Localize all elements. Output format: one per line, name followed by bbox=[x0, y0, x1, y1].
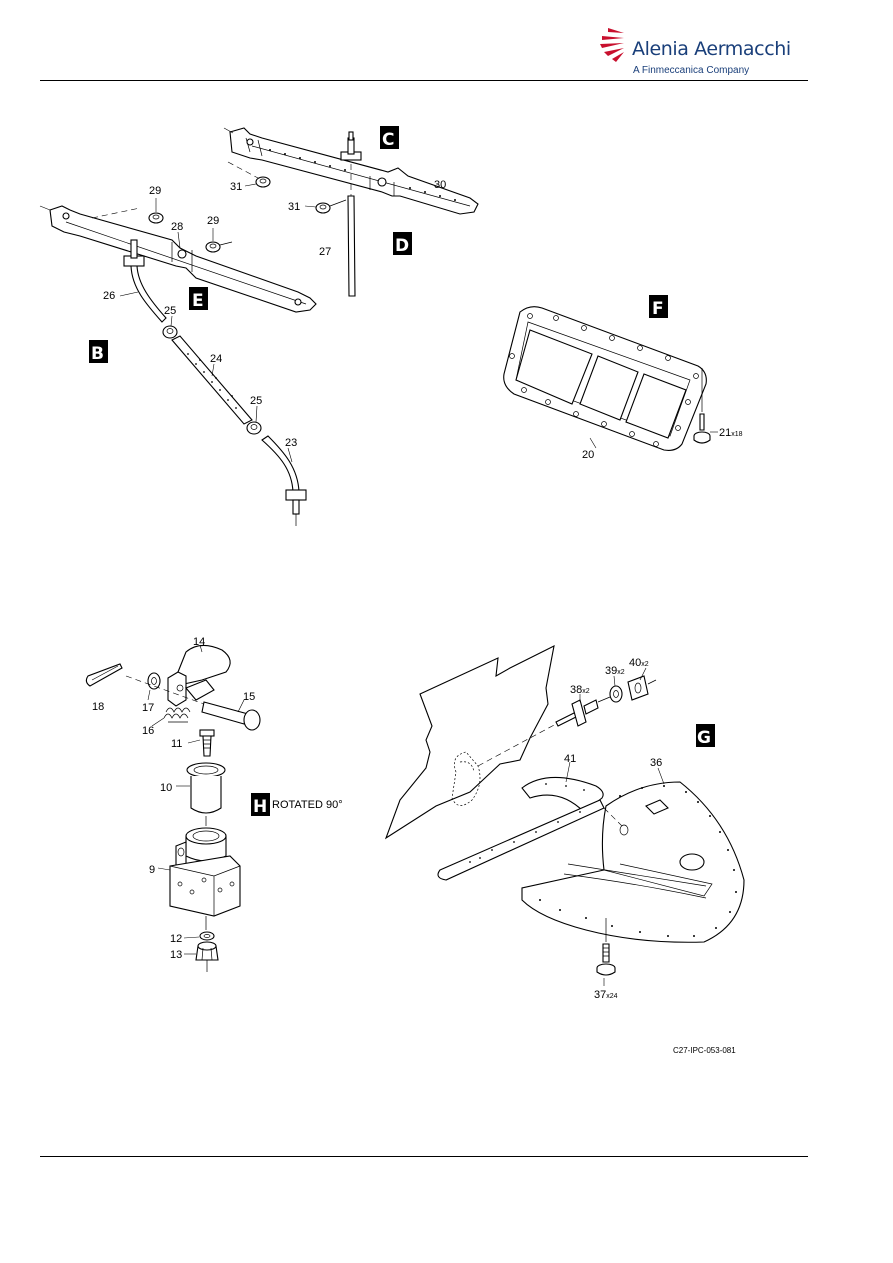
bushing-10 bbox=[176, 762, 226, 826]
view-tag-g: G bbox=[696, 724, 715, 748]
footer-rule bbox=[40, 1156, 808, 1157]
logo-brand-name: Alenia Aermacchi bbox=[632, 38, 791, 60]
logo-mark-icon bbox=[600, 28, 624, 62]
callout-29-right: 29 bbox=[207, 215, 219, 227]
svg-text:E: E bbox=[192, 291, 204, 311]
callout-17: 17 bbox=[142, 702, 154, 714]
view-tag-d: D bbox=[393, 232, 412, 256]
washer-17 bbox=[147, 672, 161, 701]
washer-39 bbox=[597, 675, 623, 703]
callout-10: 10 bbox=[160, 782, 172, 794]
callout-9: 9 bbox=[149, 864, 155, 876]
nut-13 bbox=[184, 941, 219, 972]
callout-14: 14 bbox=[193, 636, 205, 648]
callout-38: 38x2 bbox=[570, 684, 590, 696]
clamp-25-upper bbox=[162, 315, 178, 339]
callout-21: 21x18 bbox=[719, 427, 743, 439]
callout-26: 26 bbox=[103, 290, 115, 302]
callout-41: 41 bbox=[564, 753, 576, 765]
svg-text:B: B bbox=[91, 344, 104, 364]
callout-39: 39x2 bbox=[605, 665, 625, 677]
logo-tagline: A Finmeccanica Company bbox=[633, 65, 750, 76]
callout-13: 13 bbox=[170, 949, 182, 961]
screw-37 bbox=[596, 918, 616, 986]
skin-panel-cutaway bbox=[384, 645, 555, 840]
strip-41 bbox=[437, 761, 605, 881]
svg-text:G: G bbox=[697, 728, 711, 748]
callout-16: 16 bbox=[142, 725, 154, 737]
washer-12 bbox=[183, 931, 215, 941]
header-rule bbox=[40, 80, 808, 81]
pin-15 bbox=[125, 675, 261, 731]
callout-29-left: 29 bbox=[149, 185, 161, 197]
nut-31-upper bbox=[227, 161, 271, 188]
clamp-25-lower bbox=[246, 405, 262, 435]
nut-29-left bbox=[148, 198, 164, 224]
svg-text:D: D bbox=[395, 236, 409, 256]
callout-15: 15 bbox=[243, 691, 255, 703]
view-tag-c: C bbox=[380, 126, 399, 150]
rail-assembly-e bbox=[39, 205, 317, 313]
pipe-26 bbox=[119, 239, 167, 323]
svg-text:F: F bbox=[652, 299, 664, 319]
bracket-14 bbox=[167, 644, 231, 707]
rotated-note: ROTATED 90° bbox=[272, 799, 343, 811]
callout-25-lower: 25 bbox=[250, 395, 262, 407]
stud-38 bbox=[477, 694, 599, 767]
hose-24 bbox=[171, 335, 253, 425]
fairing-36 bbox=[521, 767, 745, 943]
callout-18: 18 bbox=[92, 701, 104, 713]
spring-16 bbox=[151, 707, 191, 727]
housing-9 bbox=[157, 827, 241, 930]
leader-28 bbox=[177, 231, 181, 249]
callout-31-upper: 31 bbox=[230, 181, 242, 193]
nut-40 bbox=[627, 667, 657, 701]
callout-12: 12 bbox=[170, 933, 182, 945]
view-tag-b: B bbox=[89, 340, 108, 364]
callout-25-upper: 25 bbox=[164, 305, 176, 317]
callout-27: 27 bbox=[319, 246, 331, 258]
callout-23: 23 bbox=[285, 437, 297, 449]
callout-20: 20 bbox=[582, 449, 594, 461]
pipe-27 bbox=[340, 131, 362, 297]
svg-text:C: C bbox=[382, 130, 394, 150]
pipe-23 bbox=[261, 435, 307, 526]
callout-36: 36 bbox=[650, 757, 662, 769]
company-logo: Alenia Aermacchi A Finmeccanica Company bbox=[596, 24, 806, 80]
rail-assembly-30 bbox=[223, 127, 479, 215]
cotter-pin-18 bbox=[85, 663, 123, 687]
figure-id: C27-IPC-053-081 bbox=[673, 1046, 736, 1055]
callout-24: 24 bbox=[210, 353, 222, 365]
nut-31-lower bbox=[304, 199, 347, 214]
nut-29-right bbox=[205, 228, 233, 253]
view-tag-f: F bbox=[649, 295, 668, 319]
callout-37: 37x24 bbox=[594, 989, 618, 1001]
bolt-11 bbox=[187, 729, 215, 757]
screw-21 bbox=[693, 368, 718, 444]
svg-text:H: H bbox=[253, 797, 267, 817]
callout-11: 11 bbox=[171, 738, 182, 750]
callout-31-lower: 31 bbox=[288, 201, 300, 213]
access-panel-20 bbox=[503, 306, 707, 451]
view-tag-h: H bbox=[251, 793, 270, 817]
callout-30: 30 bbox=[434, 179, 446, 191]
view-tag-e: E bbox=[189, 287, 208, 311]
callout-28: 28 bbox=[171, 221, 183, 233]
callout-40: 40x2 bbox=[629, 657, 649, 669]
